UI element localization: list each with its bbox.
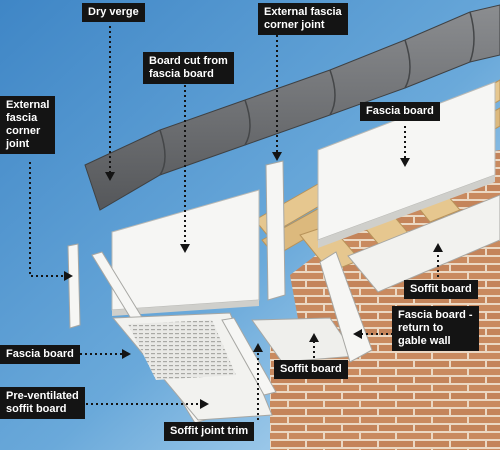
label-line: Fascia board <box>366 105 434 117</box>
label-line: joint <box>6 138 30 150</box>
label-line: gable wall <box>398 335 451 347</box>
label-line: corner <box>6 125 41 137</box>
leader-arrows <box>64 152 443 409</box>
label-pre-ventilated-soffit-board: Pre-ventilated soffit board <box>0 387 85 419</box>
label-line: corner joint <box>264 19 325 31</box>
label-soffit-joint-trim: Soffit joint trim <box>164 422 255 441</box>
label-line: Board cut from <box>149 55 228 67</box>
label-dry-verge: Dry verge <box>82 3 145 22</box>
soffit-joint-trim-piece <box>221 317 277 396</box>
leader-lines <box>29 26 439 420</box>
label-board-cut-from-fascia-board: Board cut from fascia board <box>143 52 234 84</box>
label-line: Soffit board <box>280 363 342 375</box>
corner-joint-left <box>67 243 81 329</box>
label-soffit-board-right: Soffit board <box>404 280 478 299</box>
label-line: Fascia board <box>6 348 74 360</box>
label-line: Dry verge <box>88 6 139 18</box>
label-line: fascia board <box>149 68 214 80</box>
label-line: return to <box>398 322 444 334</box>
label-fascia-board-left: Fascia board <box>0 345 80 364</box>
label-line: Pre-ventilated <box>6 390 79 402</box>
corner-joint-upper <box>265 160 286 301</box>
label-external-fascia-corner-joint-top: External fascia corner joint <box>258 3 348 35</box>
label-soffit-board-center: Soffit board <box>274 360 348 379</box>
soffit-board-right-piece <box>347 194 500 293</box>
label-line: External <box>6 99 50 111</box>
label-fascia-board-top: Fascia board <box>360 102 440 121</box>
label-fascia-board-return: Fascia board - return to gable wall <box>392 306 479 351</box>
label-external-fascia-corner-joint-left: External fascia corner joint <box>0 96 56 154</box>
label-line: fascia <box>6 112 38 124</box>
label-line: soffit board <box>6 403 67 415</box>
label-line: External fascia <box>264 6 342 18</box>
label-line: Fascia board - <box>398 309 473 321</box>
label-line: Soffit board <box>410 283 472 295</box>
dry-verge-tiles <box>84 4 500 211</box>
label-line: Soffit joint trim <box>170 425 249 437</box>
